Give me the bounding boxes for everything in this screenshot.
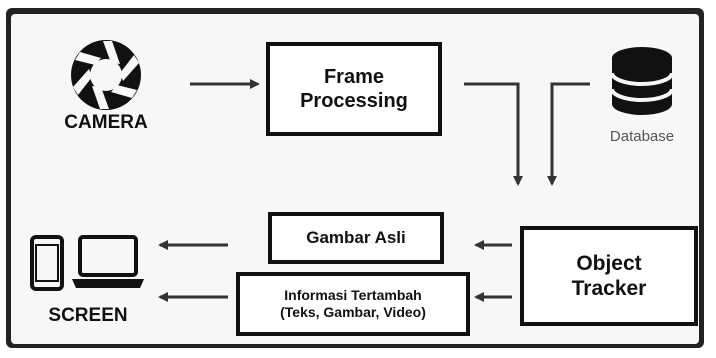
database-label: Database (609, 128, 675, 145)
arrow-database-to-tracker (547, 82, 590, 186)
devices-icon (30, 235, 144, 291)
screen-label: SCREEN (48, 305, 128, 326)
informasi-tertambah-label: Informasi Tertambah (Teks, Gambar, Video… (280, 287, 426, 320)
database-icon (610, 47, 674, 115)
gambar-asli-box: Gambar Asli (268, 212, 444, 264)
informasi-tertambah-box: Informasi Tertambah (Teks, Gambar, Video… (236, 272, 470, 336)
object-tracker-label: Object Tracker (571, 251, 647, 300)
arrow-frame-to-tracker (464, 82, 523, 186)
frame-processing-label: Frame Processing (300, 66, 408, 112)
camera-label: CAMERA (64, 112, 148, 133)
camera-aperture-icon (71, 40, 141, 110)
gambar-asli-label: Gambar Asli (306, 227, 406, 247)
object-tracker-box: Object Tracker (520, 226, 698, 326)
frame-processing-box: Frame Processing (266, 42, 442, 136)
